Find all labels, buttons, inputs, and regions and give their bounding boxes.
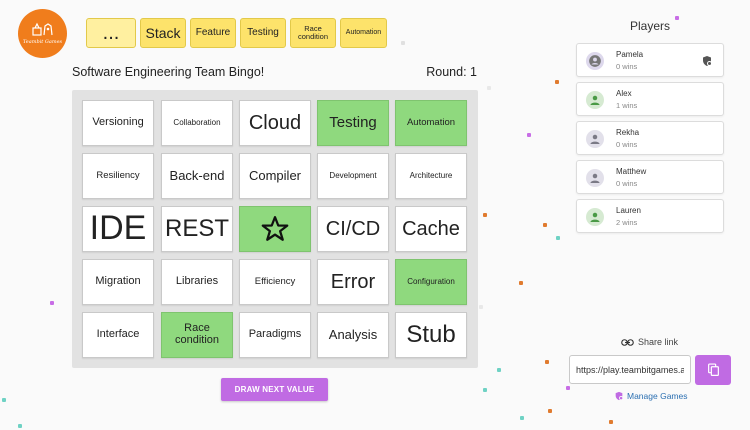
bingo-cell[interactable]: Cloud: [239, 100, 311, 146]
bingo-cell[interactable]: IDE: [82, 206, 154, 252]
avatar: [586, 130, 604, 148]
bingo-cell[interactable]: Compiler: [239, 153, 311, 199]
players-title: Players: [629, 19, 670, 33]
person-icon: [590, 173, 600, 183]
person-icon: [590, 134, 600, 144]
player-wins: 0 wins: [616, 140, 638, 149]
person-icon: [590, 95, 600, 105]
free-space-cell[interactable]: [239, 206, 311, 252]
player-name: Matthew: [616, 167, 647, 176]
player-name: Pamela: [616, 50, 644, 59]
confetti-piece: [675, 16, 679, 20]
bingo-cell[interactable]: REST: [161, 206, 233, 252]
star-icon: [261, 216, 289, 241]
share-link-heading: Share link: [621, 337, 678, 347]
teambit-games-logo[interactable]: Teambit Games: [18, 9, 67, 58]
bingo-cell[interactable]: Paradigms: [239, 312, 311, 358]
confetti-piece: [543, 223, 547, 227]
player-name: Alex: [616, 89, 632, 98]
bingo-cell[interactable]: Race condition: [161, 312, 233, 358]
player-card[interactable]: Rekha 0 wins: [576, 121, 724, 155]
manage-games-icon: [615, 391, 624, 401]
manage-player-icon[interactable]: [701, 55, 713, 67]
share-link-label: Share link: [638, 337, 679, 347]
bingo-cell[interactable]: Analysis: [317, 312, 389, 358]
copy-link-button[interactable]: [695, 355, 731, 385]
bingo-cell[interactable]: Interface: [82, 312, 154, 358]
bingo-cell[interactable]: Cache: [395, 206, 467, 252]
round-value: 1: [470, 65, 477, 79]
history-more-chip[interactable]: ...: [86, 18, 136, 48]
confetti-piece: [50, 301, 54, 305]
avatar: [586, 91, 604, 109]
confetti-piece: [545, 360, 549, 364]
bingo-cell[interactable]: Testing: [317, 100, 389, 146]
bingo-cell[interactable]: Versioning: [82, 100, 154, 146]
called-value-chip: Stack: [140, 18, 186, 48]
confetti-piece: [519, 281, 523, 285]
share-link-field[interactable]: [569, 355, 691, 384]
player-name: Rekha: [616, 128, 640, 137]
player-card[interactable]: Lauren 2 wins: [576, 199, 724, 233]
confetti-piece: [483, 213, 487, 217]
bingo-cell[interactable]: Efficiency: [239, 259, 311, 305]
confetti-piece: [479, 305, 483, 309]
player-wins: 2 wins: [616, 218, 638, 227]
confetti-piece: [401, 41, 405, 45]
avatar: [586, 208, 604, 226]
person-icon: [590, 212, 600, 222]
bingo-cell[interactable]: Error: [317, 259, 389, 305]
bingo-cell[interactable]: Configuration: [395, 259, 467, 305]
bingo-cell[interactable]: Automation: [395, 100, 467, 146]
confetti-piece: [609, 420, 613, 424]
logo-text: Teambit Games: [22, 39, 63, 45]
confetti-piece: [18, 424, 22, 428]
called-value-chip: Automation: [340, 18, 387, 48]
confetti-piece: [497, 368, 501, 372]
confetti-piece: [520, 416, 524, 420]
called-values-history: ... Stack Feature Testing Race condition…: [86, 18, 387, 48]
called-value-chip: Feature: [190, 18, 236, 48]
user-circle-icon: [589, 55, 601, 67]
avatar: [586, 52, 604, 70]
round-indicator: Round: 1: [426, 65, 477, 79]
avatar: [586, 169, 604, 187]
player-name: Lauren: [616, 206, 641, 215]
called-value-chip: Race condition: [290, 18, 336, 48]
round-label: Round:: [426, 65, 467, 79]
player-wins: 0 wins: [616, 62, 638, 71]
bingo-cell[interactable]: Development: [317, 153, 389, 199]
called-value-chip: Testing: [240, 18, 286, 48]
logo-mark-icon: [31, 22, 53, 36]
draw-next-value-button[interactable]: DRAW NEXT VALUE: [221, 378, 328, 401]
player-wins: 1 wins: [616, 101, 638, 110]
player-card[interactable]: Alex 1 wins: [576, 82, 724, 116]
manage-games-label: Manage Games: [627, 391, 688, 401]
confetti-piece: [2, 398, 6, 402]
game-title: Software Engineering Team Bingo!: [72, 65, 265, 79]
bingo-cell[interactable]: Architecture: [395, 153, 467, 199]
bingo-cell[interactable]: Libraries: [161, 259, 233, 305]
player-card[interactable]: Pamela 0 wins: [576, 43, 724, 77]
bingo-cell[interactable]: Back-end: [161, 153, 233, 199]
confetti-piece: [483, 388, 487, 392]
confetti-piece: [555, 80, 559, 84]
link-icon: [621, 338, 634, 346]
confetti-piece: [487, 86, 491, 90]
manage-games-link[interactable]: Manage Games: [614, 391, 687, 401]
player-card[interactable]: Matthew 0 wins: [576, 160, 724, 194]
bingo-cell[interactable]: Stub: [395, 312, 467, 358]
bingo-cell[interactable]: CI/CD: [317, 206, 389, 252]
confetti-piece: [556, 236, 560, 240]
player-wins: 0 wins: [616, 179, 638, 188]
confetti-piece: [527, 133, 531, 137]
confetti-piece: [566, 386, 570, 390]
bingo-cell[interactable]: Migration: [82, 259, 154, 305]
bingo-cell[interactable]: Resiliency: [82, 153, 154, 199]
bingo-cell[interactable]: Collaboration: [161, 100, 233, 146]
confetti-piece: [548, 409, 552, 413]
bingo-board: Versioning Collaboration Cloud Testing A…: [72, 90, 478, 368]
copy-icon: [707, 363, 719, 376]
